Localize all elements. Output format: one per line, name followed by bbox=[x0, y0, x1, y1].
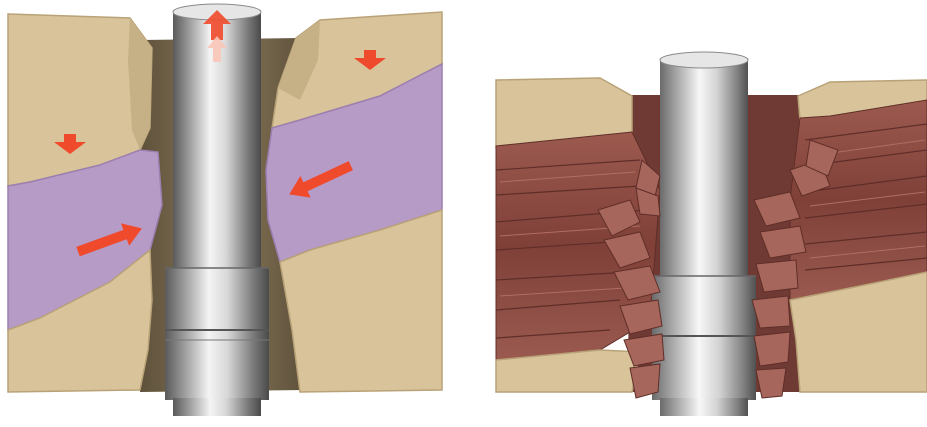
right-drill-pipe bbox=[652, 52, 756, 416]
left-panel bbox=[8, 4, 442, 416]
right-panel bbox=[496, 52, 927, 416]
left-drill-pipe bbox=[165, 4, 269, 416]
